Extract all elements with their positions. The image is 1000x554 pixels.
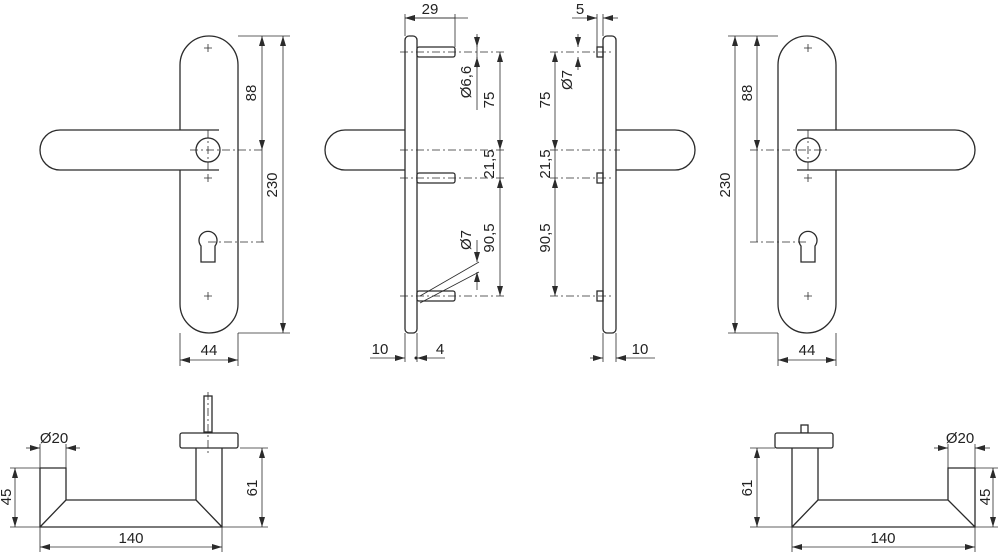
dim-45: 45: [977, 489, 994, 506]
dim-hole-7: Ø7: [559, 70, 576, 90]
dim-88: 88: [243, 85, 260, 102]
lever-profile: [39, 448, 223, 528]
dim-44: 44: [799, 342, 816, 359]
dim-4: 4: [436, 341, 444, 358]
dim-230: 230: [264, 172, 281, 197]
mounting-pins: [416, 46, 456, 302]
dim-10: 10: [372, 341, 389, 358]
dim-21-5: 21,5: [537, 149, 554, 178]
dim-230: 230: [717, 172, 734, 197]
dim-45: 45: [0, 489, 15, 506]
rose: [179, 432, 239, 449]
dim-90-5: 90,5: [481, 223, 498, 252]
front-view-left: 88 230 44: [39, 35, 290, 366]
dim-diameter-20: Ø20: [40, 430, 68, 447]
keyhole-cutout: [798, 230, 818, 263]
dim-75: 75: [481, 92, 498, 109]
side-view-left: 29 Ø6,6 75 21,5 90,5 Ø7 10 4: [324, 1, 505, 362]
side-view-right: 5 Ø7 75 21,5 90,5 10: [537, 1, 696, 362]
dim-21-5: 21,5: [481, 149, 498, 178]
lever: [39, 129, 219, 171]
keyhole-cutout: [198, 230, 218, 263]
dim-hole-6-6: Ø6,6: [458, 66, 475, 99]
dim-75: 75: [537, 92, 554, 109]
front-view-right: 88 230 44: [717, 35, 976, 366]
dim-44: 44: [201, 342, 218, 359]
dim-5: 5: [576, 1, 584, 18]
dim-140: 140: [870, 530, 895, 547]
lever-side: [616, 129, 696, 171]
dim-diameter-20: Ø20: [946, 430, 974, 447]
dim-10: 10: [632, 341, 649, 358]
screw-marks: [204, 44, 212, 300]
spindle-stub: [800, 424, 809, 434]
lever-profile: [791, 448, 976, 528]
dim-90-5: 90,5: [537, 223, 554, 252]
top-view-right: Ø20 45 61 140: [739, 424, 998, 552]
dim-hole-7: Ø7: [458, 230, 475, 250]
lever: [797, 129, 976, 171]
mounting-pins: [596, 46, 604, 302]
dim-29: 29: [422, 1, 439, 18]
backplate-side: [404, 35, 418, 334]
dim-88: 88: [739, 85, 756, 102]
backplate: [777, 35, 837, 334]
top-view-left: Ø20 45 61 140: [0, 392, 268, 552]
backplate-side: [602, 35, 617, 334]
screw-marks: [804, 44, 812, 300]
dim-140: 140: [118, 530, 143, 547]
lever-side: [324, 129, 405, 171]
backplate: [179, 35, 239, 334]
rose: [774, 432, 834, 449]
dim-61: 61: [244, 480, 261, 497]
dim-61: 61: [739, 480, 756, 497]
